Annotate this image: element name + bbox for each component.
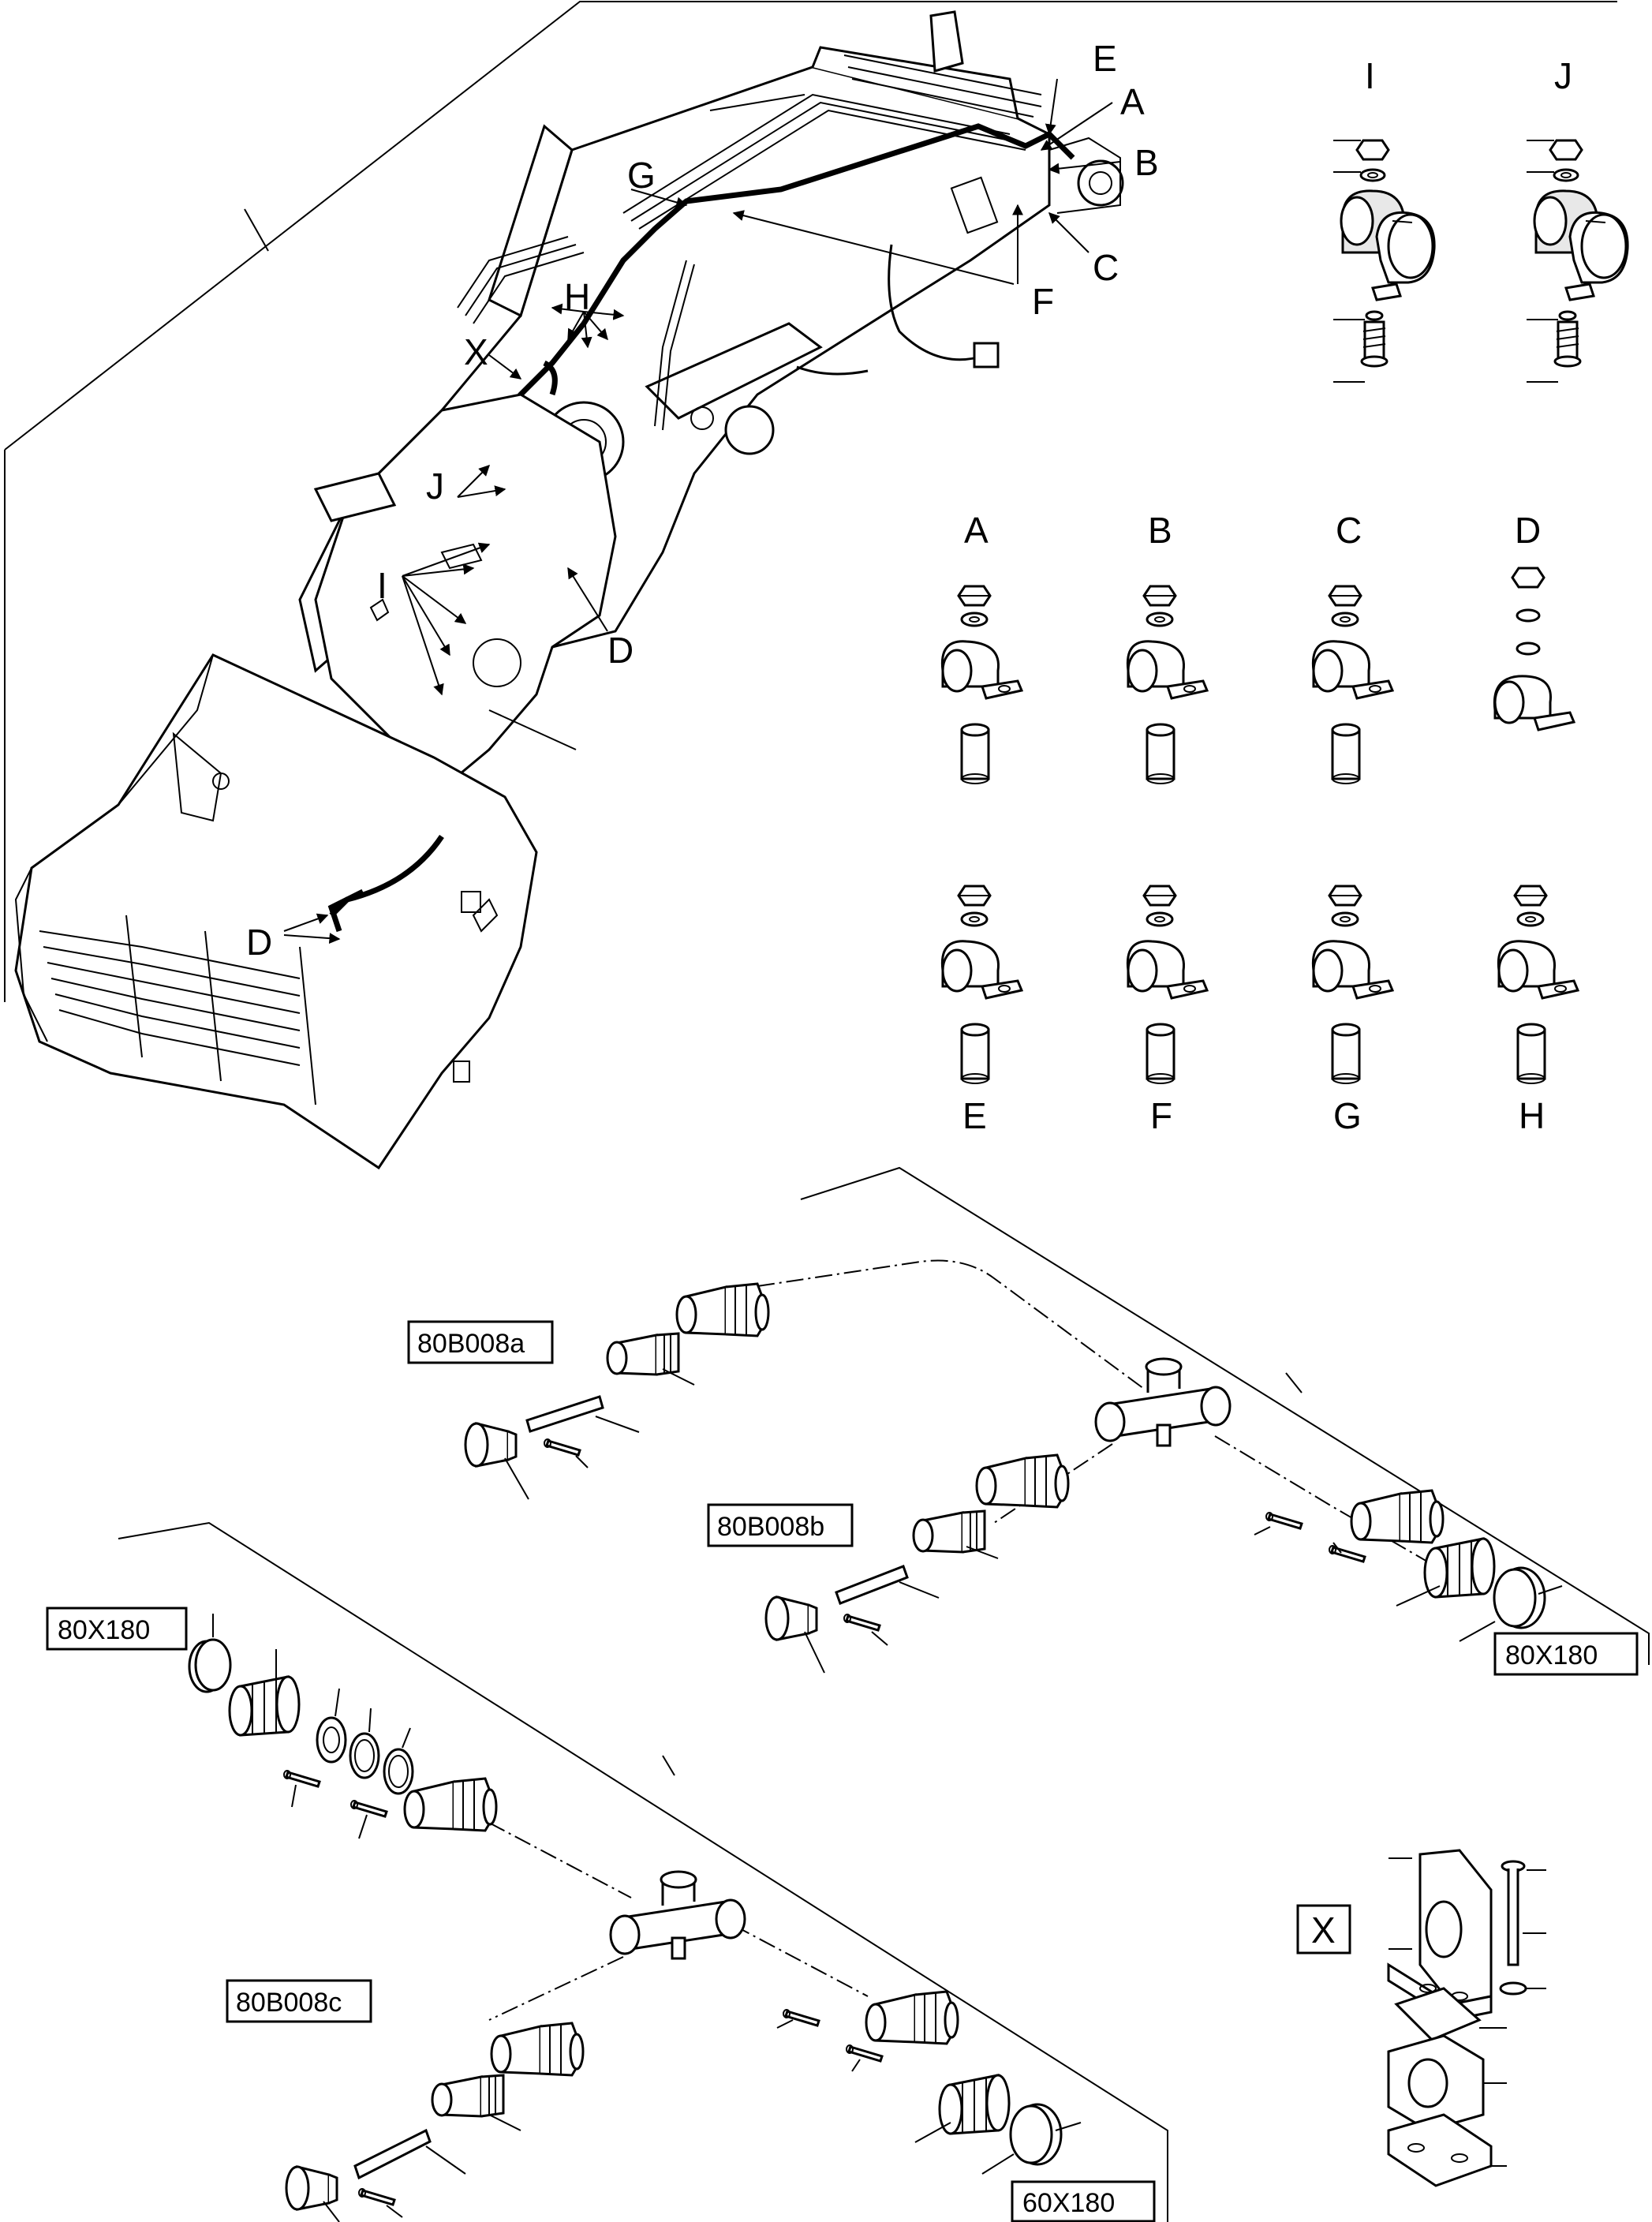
kit-a-nipple — [606, 1332, 680, 1376]
detail-clamps-i-j: I J — [1333, 55, 1629, 383]
kit-c-tee — [609, 1870, 746, 1960]
kit-c-clamp-band — [188, 1638, 232, 1693]
kit-ab-tee — [1094, 1357, 1232, 1447]
kit-b-pin-2 — [1265, 1511, 1303, 1530]
kit-c-seal-rings — [316, 1716, 414, 1795]
kit-80b008-ab: 80B008a 80B008b 80X180 — [407, 1166, 1650, 1676]
hose-c-code-box — [46, 1607, 188, 1651]
callout-i: I — [377, 565, 387, 606]
detail-label-g: G — [1333, 1095, 1362, 1136]
kit-c-code-box — [226, 1979, 372, 2023]
kit-c-hose-sleeve — [228, 1675, 301, 1737]
callout-d-top: D — [607, 630, 634, 671]
hose-c-code: 80X180 — [58, 1615, 150, 1645]
kit-c-hose-sleeve-2 — [938, 2074, 1011, 2135]
clamp-assembly-e — [940, 885, 1023, 1085]
detail-label-i: I — [1365, 55, 1375, 96]
callout-f: F — [1032, 281, 1054, 322]
bracket-bolt — [1499, 1860, 1527, 1996]
detail-label-d: D — [1515, 510, 1541, 551]
kit-b-coupling-2 — [1350, 1489, 1445, 1544]
kit-c-pin-4 — [782, 2008, 820, 2027]
clamp-assembly-j — [1533, 139, 1629, 368]
callout-e: E — [1093, 38, 1117, 79]
kit-c-cap — [285, 2165, 338, 2211]
clamp-base-plate — [1387, 2113, 1493, 2187]
kit-a-hose-stub — [525, 1395, 604, 1433]
clamp-assembly-b — [1126, 585, 1209, 785]
detail-clamps-e-h: E F G H — [940, 885, 1579, 1136]
callout-j: J — [426, 466, 444, 507]
kit-c-pin-2 — [349, 1799, 388, 1818]
callout-h: H — [564, 276, 590, 317]
callout-d-bottom: D — [246, 922, 272, 963]
detail-label-a: A — [964, 510, 989, 551]
clamp-assembly-c — [1311, 585, 1394, 785]
clamp-assembly-i — [1340, 139, 1436, 368]
kit-c-end-disc — [1009, 2103, 1063, 2166]
hose-c-end-code: 60X180 — [1022, 2188, 1115, 2218]
kit-a-coupling — [675, 1282, 770, 1337]
clamp-assembly-g — [1311, 885, 1394, 1085]
kit-c-pin-5 — [845, 2044, 884, 2063]
kit-a-code-box — [407, 1320, 554, 1364]
detail-label-f: F — [1150, 1095, 1172, 1136]
kit-a-code: 80B008a — [417, 1329, 525, 1359]
callout-c: C — [1093, 247, 1119, 288]
kit-b-end-disc — [1493, 1566, 1546, 1629]
detail-clamps-a-d: A B C D — [940, 510, 1576, 785]
kit-b-cap — [764, 1595, 818, 1641]
callout-leaders — [283, 78, 1121, 945]
kit-c-nipple — [431, 2074, 505, 2118]
kit-a-pin — [543, 1438, 581, 1457]
clamp-cover-plate — [1394, 1987, 1482, 2041]
kit-c-hose-stub — [353, 2128, 432, 2180]
detail-label-e: E — [962, 1095, 987, 1136]
detail-label-x: X — [1311, 1910, 1336, 1951]
callout-a: A — [1120, 81, 1145, 122]
bucket — [14, 653, 538, 1170]
kit-b-code: 80B008b — [717, 1512, 824, 1542]
kit-b-code-box — [707, 1503, 854, 1547]
callout-g: G — [627, 155, 656, 196]
detail-label-j: J — [1554, 55, 1572, 96]
hose-b-code-box — [1493, 1632, 1639, 1676]
kit-c-code: 80B008c — [236, 1988, 342, 2018]
kit-c-coupling-3 — [865, 1990, 959, 2045]
kit-b-coupling — [975, 1453, 1070, 1509]
clamp-assembly-f — [1126, 885, 1209, 1085]
hose-c-end-code-box — [1011, 2180, 1156, 2222]
stick-arm — [313, 393, 617, 791]
clamp-body — [1387, 2034, 1485, 2132]
clamp-assembly-d — [1493, 567, 1576, 731]
detail-x-box — [1296, 1904, 1351, 1955]
hose-b-code: 80X180 — [1505, 1640, 1598, 1670]
kit-a-cap — [464, 1422, 518, 1468]
kit-c-coupling-2 — [490, 2022, 585, 2077]
clamp-assembly-h — [1497, 885, 1579, 1085]
kit-b-nipple — [912, 1509, 986, 1554]
kit-80b008-c: 80X180 80B008c 60X180 — [46, 1521, 1168, 2222]
kit-b-hose-stub — [835, 1565, 909, 1605]
callout-x: X — [464, 331, 488, 372]
detail-bracket-x: X — [1296, 1849, 1546, 2187]
clamp-assembly-a — [940, 585, 1023, 785]
detail-label-h: H — [1519, 1095, 1545, 1136]
kit-b-pin — [843, 1613, 881, 1632]
callout-b: B — [1134, 142, 1159, 183]
detail-label-c: C — [1336, 510, 1362, 551]
detail-label-b: B — [1148, 510, 1172, 551]
machine-overview: E A B C F G H X J I D D — [4, 1, 1617, 1170]
kit-c-coupling — [403, 1777, 498, 1832]
kit-b-pin-3 — [1328, 1544, 1366, 1563]
kit-c-pin — [282, 1769, 321, 1788]
kit-c-pin-3 — [357, 2187, 396, 2206]
